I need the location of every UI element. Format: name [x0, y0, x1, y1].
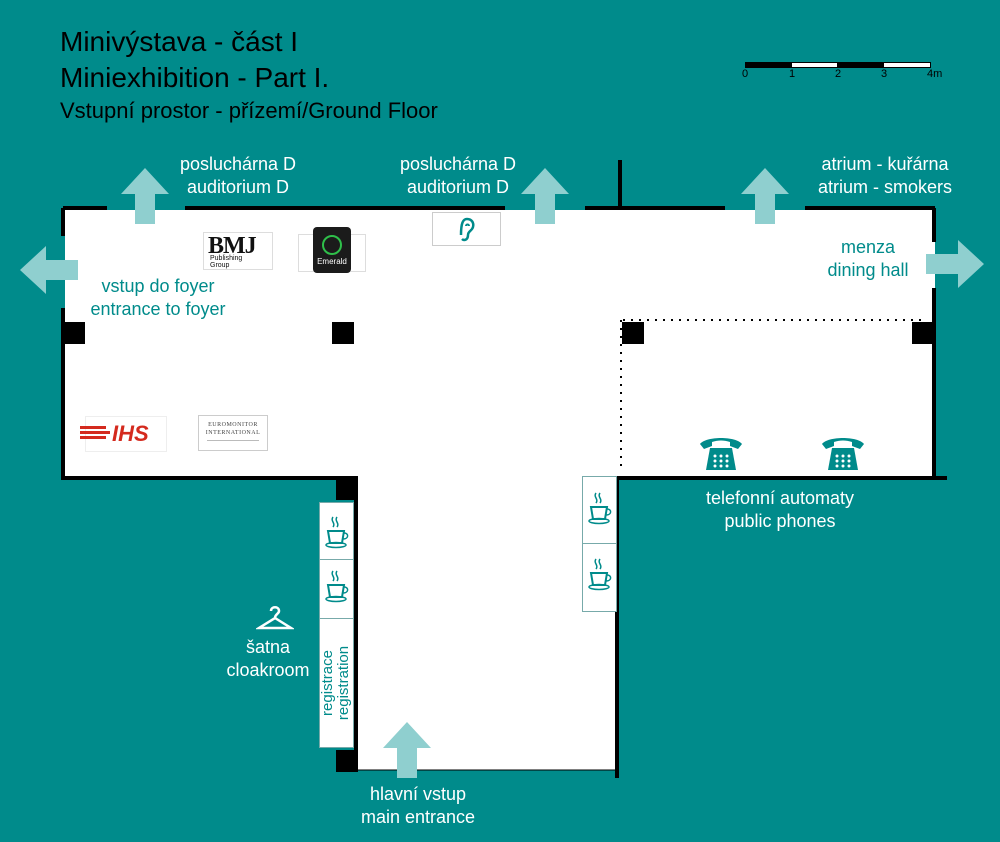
floor-area: [65, 210, 935, 770]
coffee-icon: [325, 516, 349, 549]
coffee-icon: [325, 570, 349, 603]
logo-bmj-sub2: Group: [210, 262, 230, 269]
label-dining-cz: menza: [840, 237, 896, 257]
scale-label-1: 1: [789, 68, 796, 80]
label-main-entrance-en: main entrance: [360, 807, 476, 827]
label-cloakroom-en: cloakroom: [226, 660, 310, 680]
label-auditorium-left-en: auditorium D: [186, 177, 290, 197]
pillar: [912, 322, 934, 344]
arrow-up-icon: [741, 168, 789, 224]
map-title-cz: Minivýstava - část I: [60, 26, 299, 57]
label-atrium-en: atrium - smokers: [817, 177, 952, 197]
label-dining-en: dining hall: [827, 260, 909, 280]
hearing-loop-sign: [432, 212, 501, 246]
logo-euromonitor-sub: INTERNATIONAL: [205, 430, 261, 436]
arrow-up-icon: [121, 168, 169, 224]
logo-bmj-sub1: Publishing: [210, 255, 243, 262]
label-auditorium-left: posluchárna D auditorium D: [148, 153, 328, 199]
arrow-up-icon: [383, 722, 431, 778]
map-title-en: Miniexhibition - Part I.: [60, 62, 330, 93]
label-atrium-cz: atrium - kuřárna: [821, 154, 949, 174]
arrow-right-icon: [926, 240, 984, 288]
logo-emerald-text: Emerald: [317, 257, 347, 266]
logo-ihs-text: IHS: [112, 421, 149, 446]
label-main-entrance: hlavní vstup main entrance: [318, 783, 518, 829]
coffee-icon: [588, 558, 612, 591]
pillar: [622, 322, 644, 344]
label-foyer-cz: vstup do foyer: [101, 276, 215, 296]
logo-bmj-text: BMJ: [208, 233, 257, 259]
scale-label-0: 0: [742, 68, 749, 80]
pillar: [336, 750, 358, 772]
label-auditorium-mid-cz: posluchárna D: [399, 154, 517, 174]
logo-ihs: IHS: [80, 416, 167, 452]
label-phones-cz: telefonní automaty: [705, 488, 855, 508]
pillar: [336, 478, 358, 500]
label-auditorium-mid: posluchárna D auditorium D: [368, 153, 548, 199]
pillar: [332, 322, 354, 344]
coffee-stand: [582, 476, 617, 612]
phone-icon: [700, 438, 742, 470]
label-dining: menza dining hall: [808, 236, 928, 282]
label-cloakroom-cz: šatna: [245, 637, 291, 657]
label-foyer-en: entrance to foyer: [90, 299, 226, 319]
scale-label-2: 2: [835, 68, 842, 80]
logo-bmj: BMJ Publishing Group: [203, 232, 273, 270]
label-cloakroom: šatna cloakroom: [208, 636, 328, 682]
label-phones: telefonní automaty public phones: [680, 487, 880, 533]
logo-euromonitor: EUROMONITOR INTERNATIONAL: [198, 415, 268, 451]
coffee-stand: [319, 502, 354, 620]
partition: [620, 319, 922, 470]
registration-desk: registrace registration: [319, 618, 354, 748]
map-subtitle: Vstupní prostor - přízemí/Ground Floor: [60, 98, 438, 123]
phone-icon: [822, 438, 864, 470]
ear-icon: [459, 217, 475, 242]
hanger-icon: [256, 606, 294, 630]
label-phones-en: public phones: [724, 511, 836, 531]
arrow-left-icon: [20, 246, 78, 294]
label-auditorium-left-cz: posluchárna D: [179, 154, 297, 174]
pillar: [63, 322, 85, 344]
scale-label-3: 3: [881, 68, 888, 80]
label-registration-en: registration: [335, 645, 352, 721]
label-foyer: vstup do foyer entrance to foyer: [68, 275, 248, 321]
arrow-up-icon: [521, 168, 569, 224]
label-atrium: atrium - kuřárna atrium - smokers: [795, 153, 975, 199]
logo-emerald: Emerald: [298, 227, 366, 273]
label-main-entrance-cz: hlavní vstup: [369, 784, 467, 804]
emerald-swirl-icon: [322, 235, 342, 255]
label-auditorium-mid-en: auditorium D: [406, 177, 510, 197]
scale-bar: 0 1 2 3 4m: [742, 62, 942, 82]
coffee-icon: [588, 492, 612, 525]
logo-euromonitor-text: EUROMONITOR: [208, 422, 258, 428]
scale-label-4: 4m: [927, 68, 943, 80]
